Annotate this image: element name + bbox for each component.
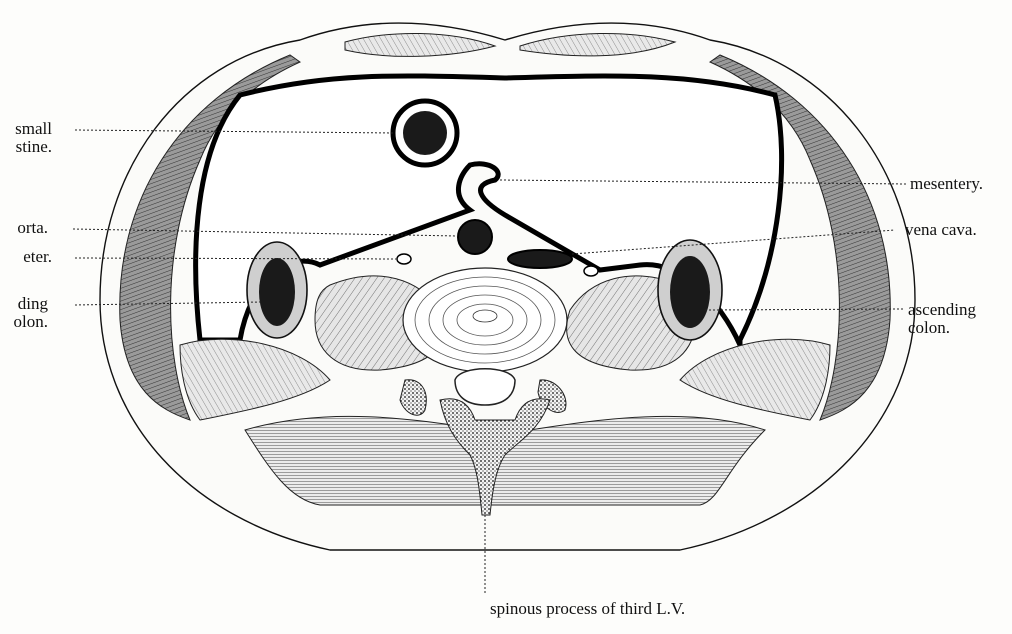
label-aorta-line1: orta. <box>0 219 48 237</box>
label-ascending-colon-line2: colon. <box>908 319 976 337</box>
label-small-intestine-line1: small <box>0 120 52 138</box>
label-ascending-colon: ascending colon. <box>908 301 976 337</box>
label-vena-cava-line1: vena cava. <box>905 221 977 239</box>
label-mesentery: mesentery. <box>910 175 983 193</box>
label-vena-cava: vena cava. <box>905 221 977 239</box>
vena-cava <box>508 250 572 268</box>
ureter-right <box>584 266 598 276</box>
ascending-colon <box>658 240 722 340</box>
label-mesentery-line1: mesentery. <box>910 175 983 193</box>
label-spinous-process: spinous process of third L.V. <box>490 600 685 618</box>
label-descending-colon-line2: olon. <box>0 313 48 331</box>
label-aorta: orta. <box>0 219 48 237</box>
label-ascending-colon-line1: ascending <box>908 301 976 319</box>
label-descending-colon: ding olon. <box>0 295 48 331</box>
label-small-intestine-line2: stine. <box>0 138 52 156</box>
vertebral-canal <box>455 369 515 405</box>
label-descending-colon-line1: ding <box>0 295 48 313</box>
descending-colon <box>247 242 307 338</box>
label-small-intestine: small stine. <box>0 120 52 156</box>
small-intestine <box>393 101 457 165</box>
aorta <box>458 220 492 254</box>
label-ureter: eter. <box>0 248 52 266</box>
label-ureter-line1: eter. <box>0 248 52 266</box>
ureter-left <box>397 254 411 264</box>
vertebral-body <box>403 268 567 372</box>
